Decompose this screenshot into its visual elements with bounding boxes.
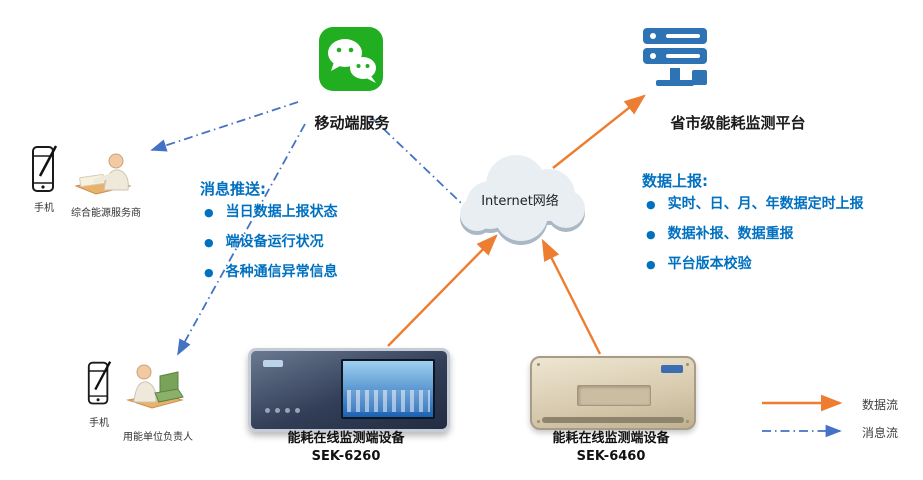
message-push-item: 端设备运行状况 — [204, 234, 434, 251]
server-platform-icon — [643, 28, 707, 86]
data-report-item: 数据补报、数据重报 — [646, 226, 916, 243]
device-sek-6260 — [248, 348, 450, 432]
data-report-item: 实时、日、月、年数据定时上报 — [646, 196, 916, 213]
message-push-item-text: 各种通信异常信息 — [225, 264, 338, 280]
msg-line-wechat-to-provider — [150, 101, 299, 152]
manager-phone-label: 手机 — [89, 418, 109, 429]
data-report-item-text: 平台版本校验 — [667, 256, 752, 272]
data-line-cloud-to-platform — [552, 94, 646, 169]
platform-label: 省市级能耗监测平台 — [670, 114, 806, 132]
data-report-item: 平台版本校验 — [646, 256, 916, 273]
message-push-item: 当日数据上报状态 — [204, 204, 434, 221]
message-push-title: 消息推送: — [200, 180, 266, 198]
device-1-name: 能耗在线监测端设备 — [287, 431, 405, 446]
device-2-label: 能耗在线监测端设备 SEK-6460 — [530, 430, 692, 466]
device-panel — [577, 384, 651, 407]
data-line-dev2-to-cloud — [541, 238, 602, 355]
phone-icon — [32, 145, 58, 192]
legend-data-flow-label: 数据流 — [862, 398, 899, 412]
message-push-item: 各种通信异常信息 — [204, 264, 434, 281]
provider-label: 综合能源服务商 — [71, 208, 141, 219]
person-icon — [126, 364, 184, 409]
manager-label: 用能单位负责人 — [123, 432, 193, 443]
legend-message-flow-label: 消息流 — [862, 426, 899, 440]
device-buttons — [264, 398, 305, 417]
device-screen — [341, 358, 436, 419]
device-2-name: 能耗在线监测端设备 — [552, 431, 670, 446]
internet-cloud-label: Internet网络 — [481, 194, 559, 209]
device-vent-strip — [541, 417, 685, 424]
person-icon — [74, 153, 132, 195]
device-logo — [660, 365, 683, 373]
data-report-title: 数据上报: — [642, 172, 708, 190]
device-2-model: SEK-6460 — [576, 449, 646, 465]
screen-skyline — [346, 390, 430, 413]
wechat-icon — [319, 27, 383, 91]
phone-icon — [87, 361, 112, 405]
device-sek-6460 — [530, 356, 696, 430]
provider-phone-label: 手机 — [34, 203, 54, 214]
msg-line-wechat-to-cloud — [369, 115, 483, 224]
device-logo — [262, 360, 283, 368]
internet-cloud — [460, 155, 585, 245]
message-push-item-text: 端设备运行状况 — [225, 234, 324, 250]
mobile-service-label: 移动端服务 — [314, 114, 390, 132]
device-1-model: SEK-6260 — [311, 449, 381, 465]
message-push-item-text: 当日数据上报状态 — [225, 204, 338, 220]
data-line-dev1-to-cloud — [387, 234, 498, 347]
data-report-item-text: 数据补报、数据重报 — [667, 226, 794, 242]
data-report-item-text: 实时、日、月、年数据定时上报 — [667, 196, 864, 212]
device-1-label: 能耗在线监测端设备 SEK-6260 — [248, 430, 444, 466]
